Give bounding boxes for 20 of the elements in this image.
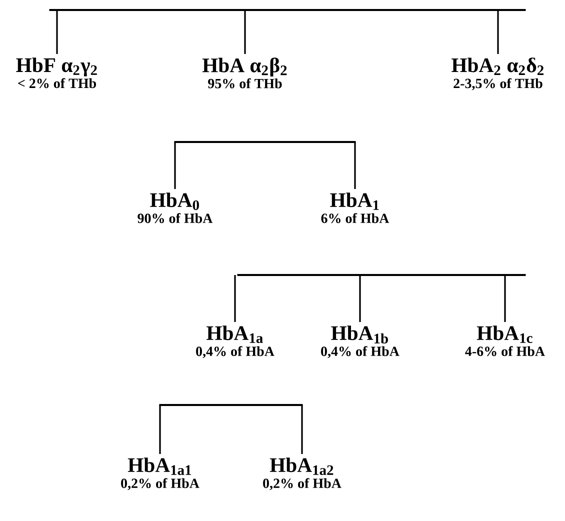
fraction-label: HbA$_{1c}$ 4-6% of HbA [465, 326, 545, 356]
fraction-label: HbA$_{1a}$ 0,4% of HbA [196, 326, 274, 358]
fraction-label: HbA α$_{2}$β$_{2}$ 95% of THb [202, 58, 287, 88]
fraction-label: HbA$_{1a1}$ 0,2% of HbA [121, 458, 200, 490]
bracket-leg [234, 275, 236, 322]
fraction-label: HbA$_{1a2}$ 0,2% of HbA [263, 458, 342, 490]
fraction-label: HbF α$_{2}$γ$_{2}$ < 2% of THb [16, 58, 97, 88]
bracket-leg [244, 10, 246, 54]
fraction-label: HbA$_{0}$ 90% of HbA [138, 192, 213, 224]
fraction-label: HbA$_{1b}$ 0,4% of HbA [321, 326, 400, 358]
bracket-leg [359, 275, 361, 322]
bracket-leg [504, 275, 506, 322]
bracket-leg [497, 10, 499, 54]
bracket-leg [159, 405, 161, 454]
bracket-leg [354, 142, 356, 189]
bracket-leg [174, 142, 176, 189]
bracket-leg [56, 10, 58, 54]
fraction-label: HbA$_{2}$ α$_{2}$δ$_{2}$ 2-3,5% of THb [452, 58, 544, 90]
fraction-label: HbA$_{1}$ 6% of HbA [321, 192, 390, 224]
bracket-leg [301, 405, 303, 454]
